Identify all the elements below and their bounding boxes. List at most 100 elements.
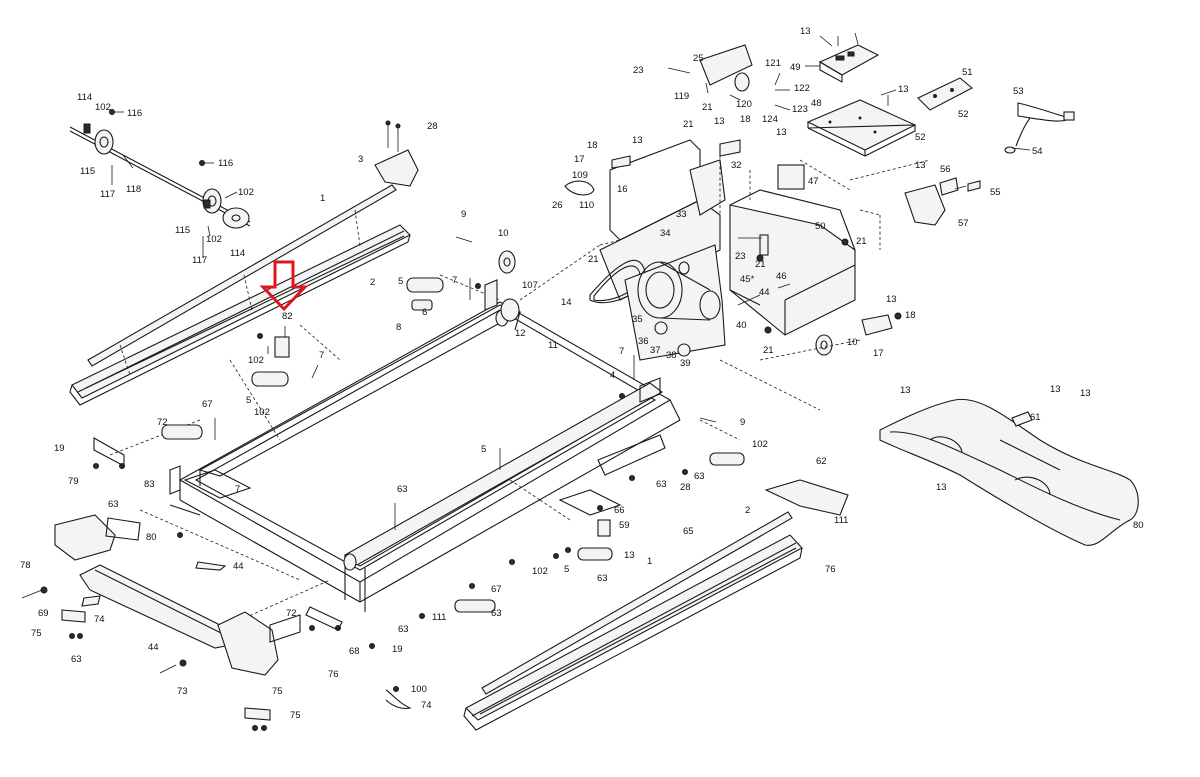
part-label: 7 bbox=[235, 484, 240, 495]
part-label: 62 bbox=[816, 456, 827, 467]
part-label: 34 bbox=[660, 228, 671, 239]
part-label: 102 bbox=[532, 566, 548, 577]
electronics bbox=[564, 32, 1075, 226]
axle-assembly bbox=[69, 109, 251, 258]
part-label: 69 bbox=[38, 608, 49, 619]
part-label: 32 bbox=[731, 160, 742, 171]
part-label: 1 bbox=[320, 193, 325, 204]
part-label: 13 bbox=[624, 550, 635, 561]
part-label: 18 bbox=[587, 140, 598, 151]
part-label: 26 bbox=[552, 200, 563, 211]
part-label: 4 bbox=[610, 370, 615, 381]
part-label: 48 bbox=[811, 98, 822, 109]
part-label: 118 bbox=[126, 184, 141, 195]
part-label: 49 bbox=[790, 62, 801, 73]
part-label: 124 bbox=[762, 114, 778, 125]
part-label: 50 bbox=[815, 221, 826, 232]
part-label: 13 bbox=[1050, 384, 1061, 395]
part-label: 44 bbox=[233, 561, 244, 572]
part-label: 123 bbox=[792, 104, 808, 115]
part-label: 5 bbox=[398, 276, 403, 287]
part-label: 19 bbox=[54, 443, 65, 454]
part-label: 9 bbox=[740, 417, 745, 428]
part-label: 63 bbox=[694, 471, 705, 482]
part-label: 65 bbox=[683, 526, 694, 537]
part-label: 13 bbox=[898, 84, 909, 95]
part-label: 54 bbox=[1032, 146, 1043, 157]
part-label: 23 bbox=[633, 65, 644, 76]
part-label: 37 bbox=[650, 345, 661, 356]
part-label: 12 bbox=[515, 328, 526, 339]
part-label: 67 bbox=[202, 399, 213, 410]
part-label: 35 bbox=[632, 314, 643, 325]
part-label: 111 bbox=[834, 515, 848, 526]
part-label: 55 bbox=[990, 187, 1001, 198]
part-label: 72 bbox=[157, 417, 168, 428]
part-label: 51 bbox=[962, 67, 973, 78]
part-label: 11 bbox=[548, 340, 558, 351]
part-label: 63 bbox=[108, 499, 119, 510]
part-label: 46 bbox=[776, 271, 787, 282]
part-label: 73 bbox=[177, 686, 188, 697]
part-label: 39 bbox=[680, 358, 691, 369]
part-label: 45* bbox=[740, 274, 755, 285]
upright-frame bbox=[689, 150, 931, 411]
part-label: 119 bbox=[674, 91, 689, 102]
part-label: 21 bbox=[588, 254, 599, 265]
part-label: 61 bbox=[1030, 412, 1041, 423]
part-label: 63 bbox=[597, 573, 608, 584]
part-label: 102 bbox=[254, 407, 270, 418]
part-label: 2 bbox=[370, 277, 375, 288]
part-label: 13 bbox=[776, 127, 787, 138]
part-label: 21 bbox=[702, 102, 713, 113]
part-label: 9 bbox=[461, 209, 466, 220]
part-label: 59 bbox=[619, 520, 630, 531]
part-label: 63 bbox=[71, 654, 82, 665]
part-label: 53 bbox=[1013, 86, 1024, 97]
part-label: 44 bbox=[759, 287, 770, 298]
part-label: 102 bbox=[248, 355, 264, 366]
part-label: 44 bbox=[148, 642, 159, 653]
part-label: 116 bbox=[127, 108, 142, 119]
part-label: 67 bbox=[491, 584, 502, 595]
part-label: 21 bbox=[856, 236, 867, 247]
part-label: 13 bbox=[936, 482, 947, 493]
part-label: 13 bbox=[900, 385, 911, 396]
part-label: 63 bbox=[398, 624, 409, 635]
red-arrow-marker bbox=[259, 260, 309, 312]
part-label: 76 bbox=[328, 669, 339, 680]
part-label: 56 bbox=[940, 164, 951, 175]
part-label: 75 bbox=[290, 710, 301, 721]
part-label: 114 bbox=[77, 92, 92, 103]
part-label: 78 bbox=[20, 560, 31, 571]
part-label: 25 bbox=[693, 53, 704, 64]
part-label: 121 bbox=[765, 58, 781, 69]
part-label: 13 bbox=[886, 294, 897, 305]
part-label: 74 bbox=[94, 614, 105, 625]
motor-hood bbox=[879, 398, 1139, 546]
part-label: 28 bbox=[427, 121, 438, 132]
part-label: 102 bbox=[95, 102, 111, 113]
part-label: 7 bbox=[452, 275, 457, 286]
part-label: 63 bbox=[397, 484, 408, 495]
part-label: 5 bbox=[481, 444, 486, 455]
part-label: 76 bbox=[825, 564, 836, 575]
part-label: 80 bbox=[146, 532, 157, 543]
part-label: 13 bbox=[714, 116, 725, 127]
part-label: 74 bbox=[421, 700, 432, 711]
part-label: 18 bbox=[740, 114, 751, 125]
part-label: 115 bbox=[175, 225, 190, 236]
part-label: 75 bbox=[31, 628, 42, 639]
part-label: 116 bbox=[218, 158, 233, 169]
part-label: 82 bbox=[282, 311, 293, 322]
part-labels: 114 102 116 115 117 118 116 102 115 102 … bbox=[20, 26, 1144, 721]
part-label: 117 bbox=[100, 189, 115, 200]
part-label: 21 bbox=[763, 345, 774, 356]
part-label: 6 bbox=[422, 307, 427, 318]
part-label: 57 bbox=[958, 218, 969, 229]
motor-assembly bbox=[589, 139, 726, 361]
part-label: 13 bbox=[915, 160, 926, 171]
part-label: 63 bbox=[491, 608, 502, 619]
